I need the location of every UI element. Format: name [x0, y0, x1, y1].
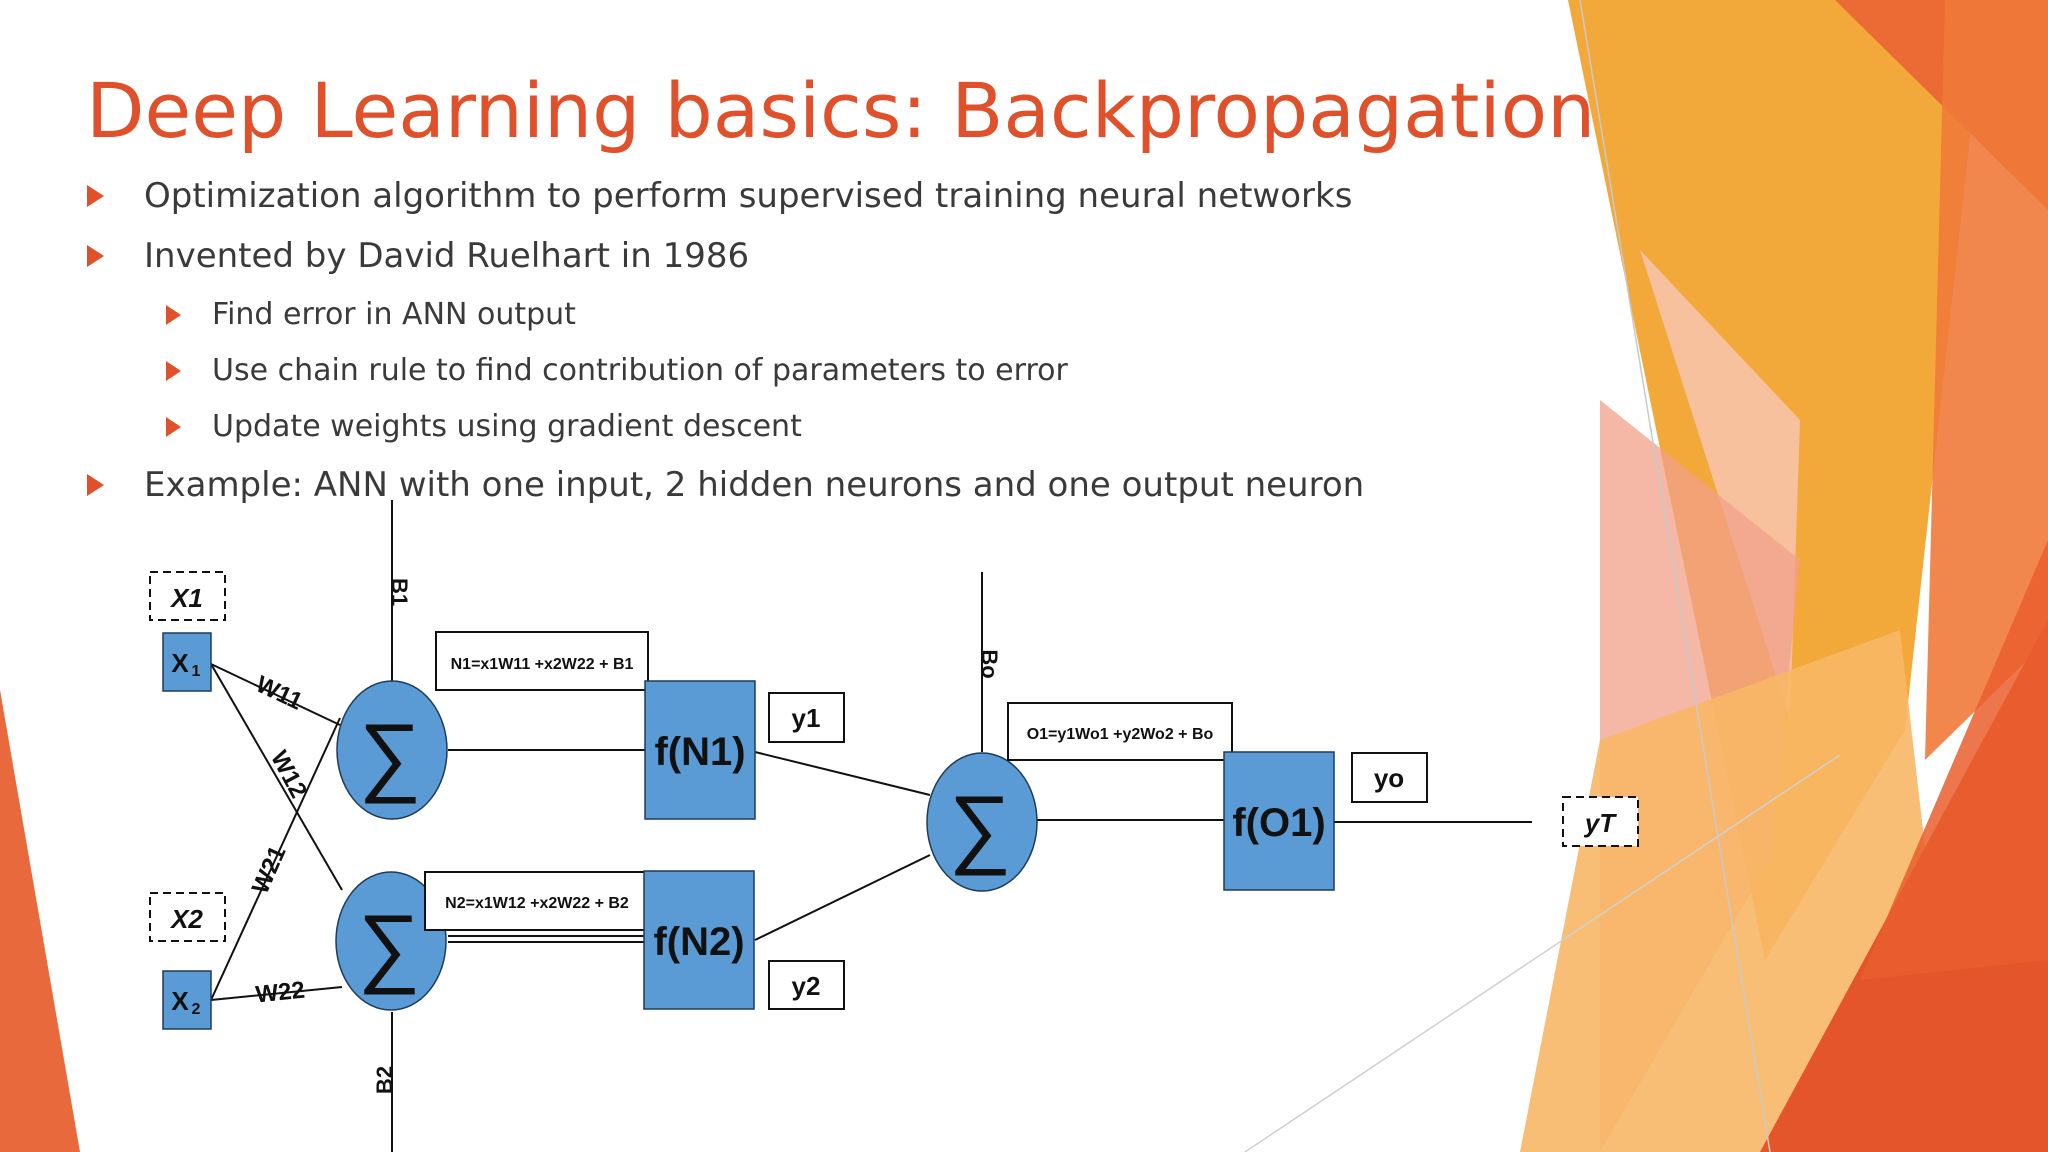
facet-deep-orange [1860, 540, 2048, 980]
edge-fn1-out [754, 751, 931, 796]
input-x2-label-box: X2 [149, 892, 226, 942]
sum-symbol: ∑ [358, 896, 421, 995]
activation-fo1-node: f(O1) [1223, 751, 1335, 891]
hidden-sum-node-1: ∑ [336, 680, 448, 820]
bullet-text: Invented by David Ruelhart in 1986 [144, 236, 750, 276]
bullet-arrow-icon [87, 474, 104, 496]
equation-o1: O1=y1Wo1 +y2Wo2 + Bo [1027, 726, 1214, 743]
activation-fn1-node: f(N1) [644, 680, 756, 820]
decor-line [1244, 754, 1841, 1152]
sum-symbol: ∑ [949, 777, 1012, 876]
output-yo-label: yo [1374, 763, 1404, 793]
equation-n2: N2=x1W12 +x2W22 + B2 [445, 895, 629, 912]
sum-symbol: ∑ [359, 705, 422, 804]
activation-fn1-label: f(N1) [654, 730, 745, 774]
bullet-item: Optimization algorithm to perform superv… [87, 176, 1353, 216]
input-node-x2: X 2 [162, 970, 212, 1030]
bullet-arrow-icon [87, 185, 104, 207]
edge-w22 [210, 986, 343, 1001]
bias-b2-label: B2 [372, 1066, 397, 1094]
bullet-item: Example: ANN with one input, 2 hidden ne… [87, 465, 1365, 505]
edge-fn2-out [754, 854, 931, 941]
output-y1-box: y1 [768, 692, 845, 743]
equation-o1-box: O1=y1Wo1 +y2Wo2 + Bo [1007, 702, 1233, 761]
bullet-item: Invented by David Ruelhart in 1986 [87, 236, 750, 276]
equation-n2-box: N2=x1W12 +x2W22 + B2 [424, 871, 651, 931]
bullet-arrow-icon [166, 305, 181, 325]
input-node-x2-text: X [171, 986, 189, 1016]
sub-bullet-item: Find error in ANN output [166, 297, 576, 332]
decor-line [1579, 0, 1771, 1152]
facet-orange-mid [1925, 0, 2048, 760]
bullet-arrow-icon [166, 417, 181, 437]
target-yt-label: yT [1583, 808, 1617, 838]
edge-w11 [210, 663, 341, 726]
weight-w22-label: W22 [254, 977, 306, 1009]
equation-n1-box: N1=x1W11 +x2W22 + B1 [435, 631, 649, 691]
input-x2-label: X2 [169, 904, 203, 934]
bullet-text: Use chain rule to find contribution of p… [212, 353, 1068, 388]
bullet-text: Find error in ANN output [212, 297, 576, 332]
output-y2-label: y2 [792, 971, 821, 1001]
activation-fn2-label: f(N2) [653, 920, 744, 964]
input-node-x1-text: X [171, 648, 189, 678]
input-node-x2-sub: 2 [192, 1001, 201, 1018]
bias-b1-label: B1 [387, 578, 412, 606]
output-yo-box: yo [1351, 752, 1428, 803]
activation-fo1-label: f(O1) [1232, 801, 1325, 845]
left-accent-shape [0, 690, 80, 1152]
activation-fn2-node: f(N2) [643, 870, 755, 1010]
input-x1-label-box: X1 [149, 571, 226, 621]
bullet-arrow-icon [87, 245, 104, 267]
input-node-x1-sub: 1 [192, 663, 201, 680]
output-y1-label: y1 [792, 703, 821, 733]
edge-w12 [210, 663, 343, 891]
weight-w11-label: W11 [252, 671, 307, 716]
bullet-text: Example: ANN with one input, 2 hidden ne… [144, 465, 1365, 505]
edge-w21 [210, 717, 341, 1001]
sub-bullet-item: Update weights using gradient descent [166, 409, 802, 444]
output-sum-node: ∑ [926, 752, 1038, 892]
target-yt-box: yT [1562, 796, 1639, 847]
input-x1-label: X1 [169, 583, 203, 613]
hidden-sum-node-2: ∑ [335, 871, 447, 1011]
bullet-arrow-icon [166, 361, 181, 381]
input-node-x1: X 1 [162, 632, 212, 692]
weight-w21-label: W21 [247, 842, 292, 898]
bullet-text: Update weights using gradient descent [212, 409, 802, 444]
bullet-text: Optimization algorithm to perform superv… [144, 176, 1353, 216]
sub-bullet-item: Use chain rule to find contribution of p… [166, 353, 1068, 388]
connections [210, 500, 1532, 1152]
output-y2-box: y2 [768, 960, 845, 1010]
equation-n1: N1=x1W11 +x2W22 + B1 [451, 656, 634, 673]
slide-title: Deep Learning basics: Backpropagation [86, 66, 1596, 155]
bias-bo-label: Bo [977, 649, 1002, 678]
